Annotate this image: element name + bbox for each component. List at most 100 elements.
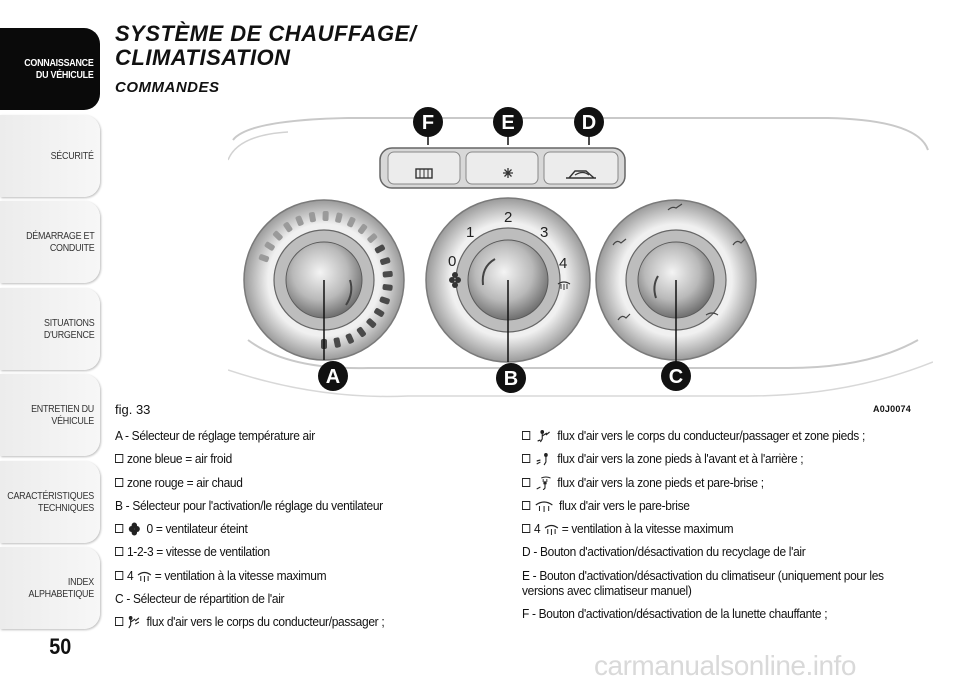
list-item: zone rouge = air chaud [115, 471, 465, 494]
label-f: F [413, 107, 443, 137]
svg-text:1: 1 [466, 224, 474, 241]
item-f-description: F - Bouton d'activation/désactivation de… [522, 605, 828, 621]
windshield-icon [705, 312, 719, 316]
temperature-dial [243, 199, 405, 361]
list-item: flux d'air vers le corps du conducteur/p… [115, 610, 465, 633]
item-b-title: B - Sélecteur pour l'activation/le régla… [115, 497, 383, 513]
checkbox-bullet-icon [115, 524, 124, 534]
svg-text:F: F [422, 112, 434, 134]
temperature-scale-dot [258, 254, 270, 263]
checkbox-bullet-icon [522, 454, 531, 464]
list-item: flux d'air vers la zone pieds et pare-br… [522, 471, 890, 494]
list-item: 4 = ventilation à la vitesse maximum [115, 564, 465, 587]
svg-text:B: B [504, 368, 518, 390]
right-text-column: flux d'air vers le corps du conducteur/p… [522, 424, 922, 625]
ac-snowflake-icon [503, 168, 513, 178]
checkbox-bullet-icon [115, 477, 124, 487]
temperature-scale-dot [283, 222, 293, 233]
chapter-sidebar: CONNAISSANCE DU VÉHICULE SÉCURITÉ DÉMARR… [0, 0, 104, 686]
figure-code: A0J0074 [873, 404, 911, 414]
label-c: C [661, 361, 691, 391]
label-b: B [496, 363, 526, 393]
temperature-scale-dot [335, 212, 343, 223]
item-d-description: D - Bouton d'activation/désactivation du… [522, 544, 806, 560]
fan-dial: 0 1 2 3 4 [425, 197, 591, 363]
rear-defrost-icon [415, 168, 433, 179]
svg-text:E: E [501, 112, 514, 134]
list-item: zone bleue = air froid [115, 447, 465, 470]
checkbox-bullet-icon [522, 477, 531, 487]
list-item: 0 = ventilateur éteint [115, 517, 465, 540]
list-item: flux d'air vers le pare-brise [522, 494, 890, 517]
svg-text:A: A [326, 366, 340, 388]
temperature-scale-dot [322, 210, 329, 222]
tab-caracteristiques-techniques[interactable]: CARACTÉRISTIQUES TECHNIQUES [0, 461, 100, 543]
temperature-scale-dot [345, 333, 354, 344]
checkbox-bullet-icon [522, 524, 531, 534]
feet-icon [617, 313, 631, 321]
windshield-defrost-icon [137, 571, 152, 582]
button-strip [379, 147, 626, 189]
face-vent-icon [128, 616, 140, 629]
watermark: carmanualsonline.info [594, 650, 856, 681]
svg-text:0: 0 [448, 253, 456, 270]
temperature-scale-dot [366, 318, 377, 328]
label-e: E [493, 107, 523, 137]
temperature-scale-dot [264, 241, 275, 251]
tab-index-alphabetique[interactable]: INDEX ALPHABETIQUE [0, 547, 100, 629]
item-a-title: A - Sélecteur de réglage température air [115, 428, 315, 443]
section-subtitle: COMMANDES [115, 79, 220, 96]
svg-text:3: 3 [540, 224, 548, 241]
checkbox-bullet-icon [115, 617, 124, 627]
temperature-scale-dot [272, 230, 283, 241]
checkbox-bullet-icon [115, 454, 124, 464]
face-vent-icon [667, 203, 683, 211]
tab-connaissance-vehicule[interactable]: CONNAISSANCE DU VÉHICULE [0, 28, 100, 110]
temperature-scale-dot [308, 211, 316, 223]
temperature-scale-dot [367, 233, 378, 243]
temperature-scale-dot [295, 215, 304, 226]
temperature-scale-dot [380, 257, 391, 265]
fan-off-icon [449, 272, 461, 288]
item-c-title: C - Sélecteur de répartition de l'air [115, 591, 285, 607]
fan-icon [128, 522, 140, 536]
max-defrost-icon [557, 281, 571, 290]
checkbox-bullet-icon [115, 547, 124, 557]
tab-situations-urgence[interactable]: SITUATIONS D'URGENCE [0, 288, 100, 370]
face-feet-vent-icon [537, 430, 550, 443]
feet-windshield-vent-icon [536, 476, 551, 490]
figure-caption: fig. 33 [115, 402, 151, 417]
temperature-scale-dot [347, 216, 356, 228]
label-d: D [574, 107, 604, 137]
temperature-scale-dot [374, 244, 386, 254]
temperature-scale-dot [379, 296, 390, 305]
windshield-defrost-icon [544, 525, 559, 536]
svg-text:4: 4 [559, 255, 567, 272]
temperature-scale-dot [356, 326, 366, 338]
item-e-description: E - Bouton d'activation/désactivation du… [522, 567, 884, 598]
temperature-scale-dots [258, 210, 393, 349]
temperature-scale-dot [333, 337, 341, 348]
temperature-scale-dot [382, 270, 393, 278]
temperature-scale-dot [382, 284, 393, 291]
temperature-scale-dot [357, 224, 368, 234]
climate-control-figure: F E D 0 1 2 3 4 [228, 107, 933, 398]
page-number: 50 [49, 634, 72, 659]
left-text-column: A - Sélecteur de réglage température air… [115, 424, 495, 634]
windshield-defrost-icon [535, 501, 553, 512]
tab-demarrage-conduite[interactable]: DÉMARRAGE ET CONDUITE [0, 201, 100, 283]
section-title: SYSTÈME DE CHAUFFAGE/ CLIMATISATION [115, 21, 417, 70]
list-item: flux d'air vers le corps du conducteur/p… [522, 424, 890, 447]
svg-text:D: D [582, 112, 596, 134]
tab-securite[interactable]: SÉCURITÉ [0, 115, 100, 197]
air-distribution-dial [595, 199, 757, 362]
list-item: 4 = ventilation à la vitesse maximum [522, 517, 890, 540]
label-a: A [318, 361, 348, 391]
svg-text:2: 2 [504, 209, 512, 226]
temperature-scale-dot [374, 308, 385, 317]
feet-windshield-icon [732, 238, 746, 246]
svg-text:C: C [669, 366, 683, 388]
tab-entretien-vehicule[interactable]: ENTRETIEN DU VÉHICULE [0, 374, 100, 456]
list-item: flux d'air vers la zone pieds à l'avant … [522, 447, 890, 470]
face-feet-icon [612, 238, 627, 246]
